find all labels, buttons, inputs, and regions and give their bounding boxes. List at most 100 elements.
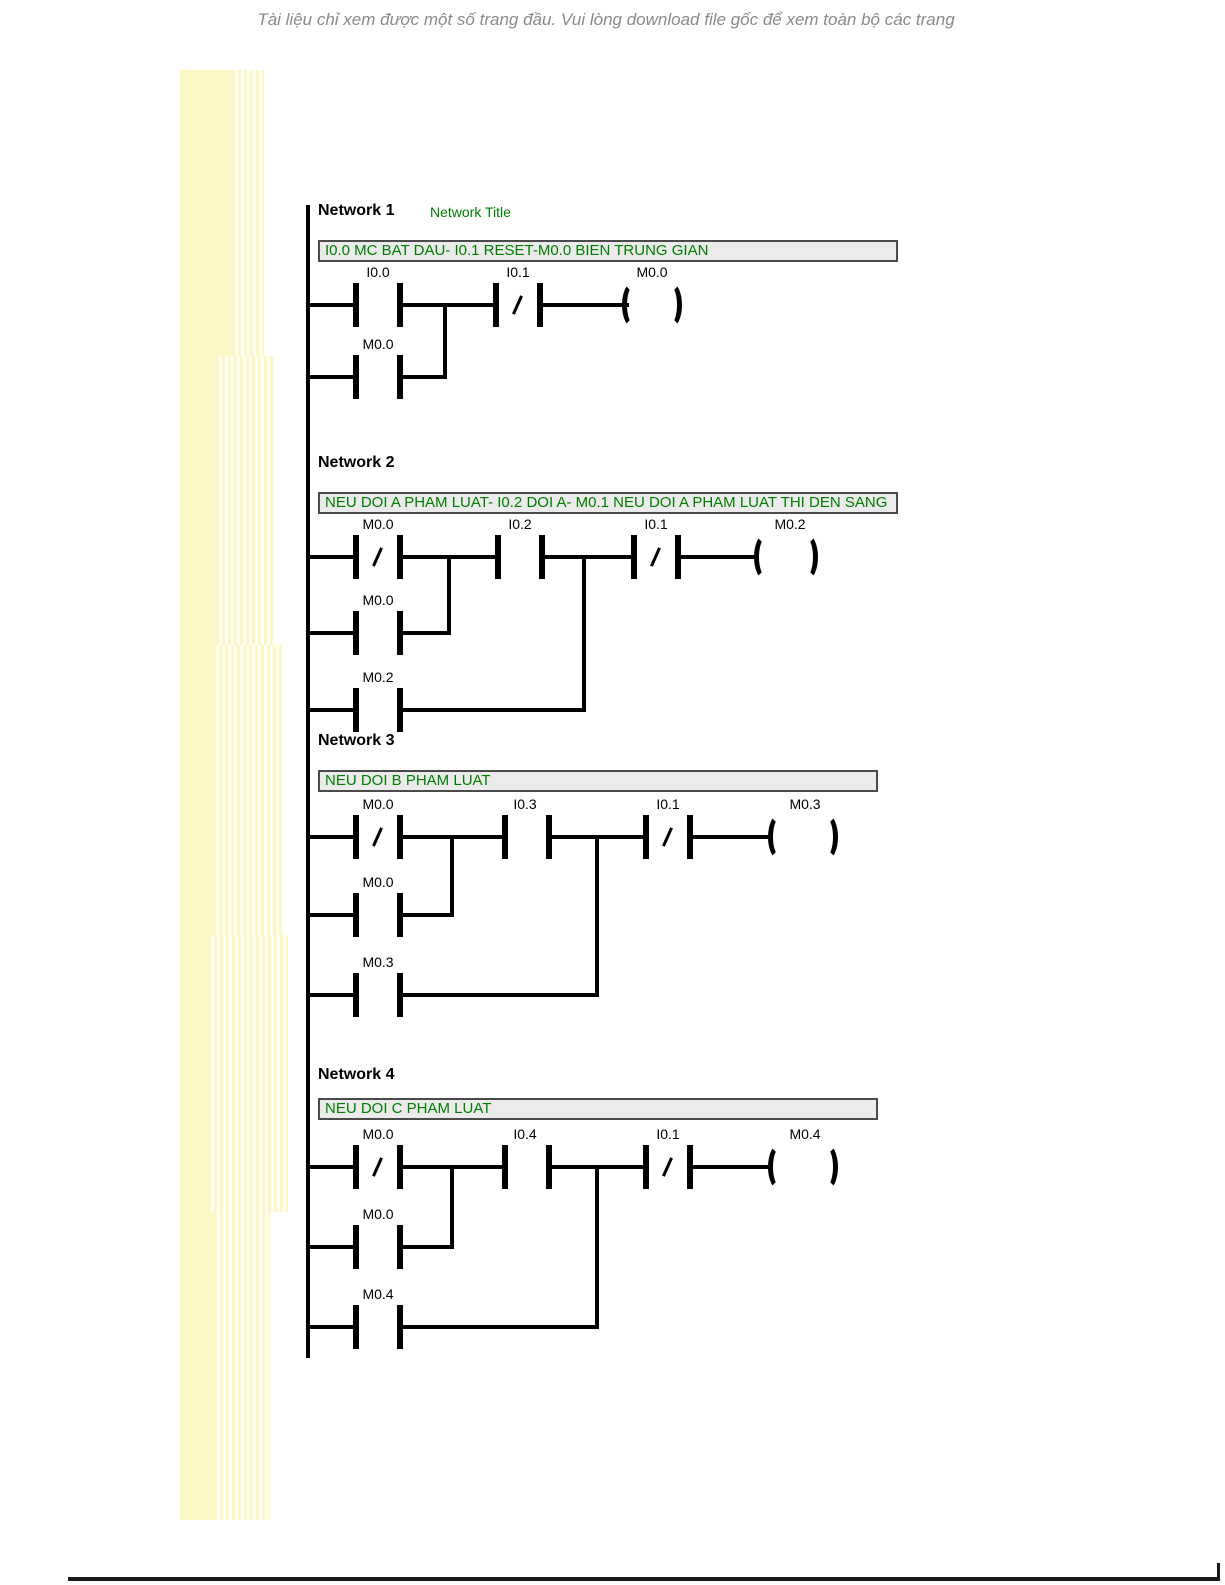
wire	[308, 631, 353, 635]
contact-bar	[687, 815, 693, 859]
wire	[308, 993, 353, 997]
contact-bar	[397, 1145, 403, 1189]
contact-bar	[493, 283, 499, 327]
wire	[308, 555, 353, 559]
contact-bar	[353, 1305, 359, 1349]
contact-label: I0.3	[513, 796, 537, 812]
contact-no[interactable]	[502, 815, 552, 859]
contact-no[interactable]	[353, 611, 403, 655]
contact-no[interactable]	[353, 688, 403, 732]
contact-label: M0.0	[362, 1126, 394, 1142]
network-comment[interactable]: NEU DOI A PHAM LUAT- I0.2 DOI A- M0.1 NE…	[318, 492, 898, 514]
contact-no[interactable]	[502, 1145, 552, 1189]
contact-label: I0.4	[513, 1126, 537, 1142]
highlight-stripe	[180, 935, 208, 1212]
highlight-stripe	[180, 356, 216, 645]
branch-junction-wire	[582, 555, 586, 712]
contact-label: I0.0	[366, 264, 390, 280]
branch-junction-wire	[595, 835, 599, 997]
wire	[308, 913, 353, 917]
contact-bar	[397, 283, 403, 327]
contact-label: I0.1	[656, 796, 680, 812]
output-coil[interactable]	[754, 534, 824, 580]
network-label: Network 3	[318, 732, 395, 749]
contact-bar	[397, 1305, 403, 1349]
coil-paren-right	[816, 814, 838, 860]
output-coil[interactable]	[622, 282, 692, 328]
network-title[interactable]: Network Title	[430, 204, 511, 220]
contact-bar	[675, 535, 681, 579]
contact-no[interactable]	[353, 283, 403, 327]
nc-slash-icon	[372, 1157, 383, 1177]
nc-slash-icon	[662, 827, 673, 847]
wire	[545, 555, 631, 559]
contact-label: M0.0	[362, 796, 394, 812]
highlight-stripe	[216, 356, 275, 645]
contact-bar	[546, 815, 552, 859]
contact-bar	[502, 1145, 508, 1189]
network-comment[interactable]: I0.0 MC BAT DAU- I0.1 RESET-M0.0 BIEN TR…	[318, 240, 898, 262]
contact-no[interactable]	[353, 973, 403, 1017]
contact-label: M0.4	[362, 1286, 394, 1302]
wire	[308, 708, 353, 712]
output-coil[interactable]	[768, 814, 838, 860]
contact-nc[interactable]	[643, 1145, 693, 1189]
contact-nc[interactable]	[353, 1145, 403, 1189]
branch-junction-wire	[450, 1165, 454, 1249]
contact-bar	[502, 815, 508, 859]
contact-bar	[397, 535, 403, 579]
contact-bar	[397, 1225, 403, 1269]
contact-bar	[397, 973, 403, 1017]
branch-junction-wire	[595, 1165, 599, 1329]
network-comment[interactable]: NEU DOI C PHAM LUAT	[318, 1098, 878, 1120]
contact-label: I0.1	[656, 1126, 680, 1142]
wire	[403, 1325, 599, 1329]
contact-label: I0.1	[506, 264, 530, 280]
coil-paren-right	[796, 534, 818, 580]
contact-nc[interactable]	[353, 815, 403, 859]
coil-paren-left	[768, 1144, 790, 1190]
contact-nc[interactable]	[353, 535, 403, 579]
contact-bar	[539, 535, 545, 579]
wire	[403, 375, 447, 379]
contact-bar	[397, 815, 403, 859]
contact-nc[interactable]	[493, 283, 543, 327]
contact-no[interactable]	[495, 535, 545, 579]
coil-label: M0.0	[636, 264, 668, 280]
contact-label: M0.0	[362, 336, 394, 352]
network-label: Network 1	[318, 202, 395, 219]
contact-no[interactable]	[353, 1225, 403, 1269]
highlight-stripe	[232, 70, 264, 356]
wire	[403, 993, 599, 997]
wire	[403, 631, 451, 635]
wire	[693, 1165, 768, 1169]
contact-label: I0.2	[508, 516, 532, 532]
nc-slash-icon	[372, 827, 383, 847]
output-coil[interactable]	[768, 1144, 838, 1190]
coil-label: M0.2	[774, 516, 806, 532]
wire	[693, 835, 768, 839]
contact-no[interactable]	[353, 1305, 403, 1349]
contact-nc[interactable]	[631, 535, 681, 579]
wire	[308, 1165, 353, 1169]
contact-label: M0.0	[362, 874, 394, 890]
contact-no[interactable]	[353, 355, 403, 399]
wire	[308, 303, 353, 307]
contact-bar	[643, 1145, 649, 1189]
contact-bar	[397, 688, 403, 732]
highlight-stripe	[180, 645, 213, 935]
contact-no[interactable]	[353, 893, 403, 937]
contact-bar	[643, 815, 649, 859]
contact-nc[interactable]	[643, 815, 693, 859]
contact-bar	[687, 1145, 693, 1189]
contact-bar	[397, 893, 403, 937]
wire	[403, 303, 493, 307]
nc-slash-icon	[372, 547, 383, 567]
contact-bar	[353, 893, 359, 937]
network-comment[interactable]: NEU DOI B PHAM LUAT	[318, 770, 878, 792]
contact-bar	[353, 973, 359, 1017]
contact-label: I0.1	[644, 516, 668, 532]
contact-bar	[353, 355, 359, 399]
page-break-bar	[68, 1577, 1220, 1581]
wire	[403, 1245, 454, 1249]
